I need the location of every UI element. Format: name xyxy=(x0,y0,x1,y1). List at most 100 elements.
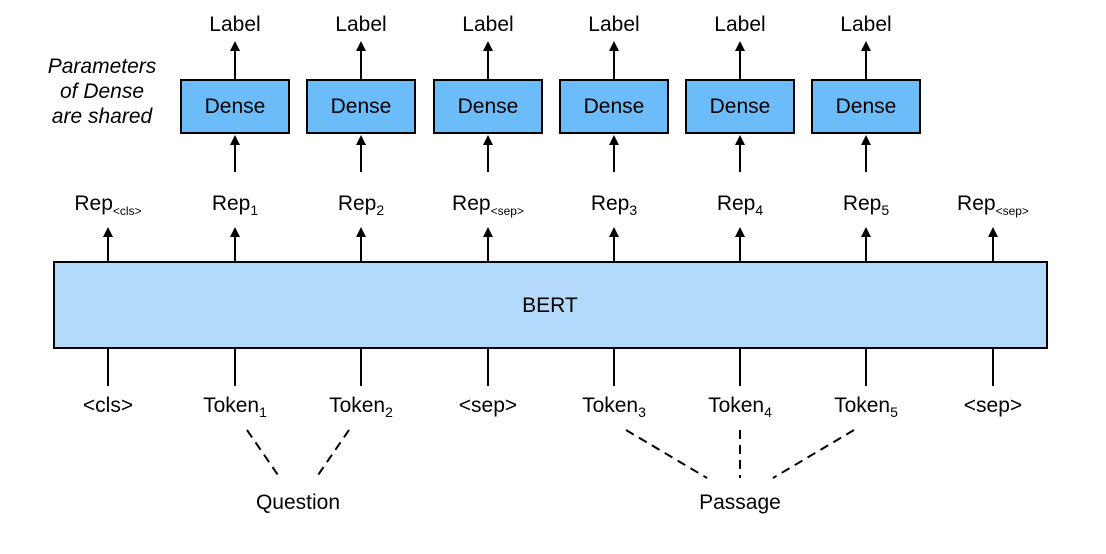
rep-column: Rep5 xyxy=(843,192,890,262)
output-label: Label xyxy=(335,13,386,36)
token-column: Token2 xyxy=(329,348,393,420)
group-label: Question xyxy=(256,491,340,514)
token-label: Token4 xyxy=(708,394,772,420)
token-label-base: Token xyxy=(834,394,890,417)
rep-label-base: Rep xyxy=(843,192,882,215)
dense-box xyxy=(811,79,921,134)
rep-label-subscript: 1 xyxy=(250,202,258,218)
group-question: Question xyxy=(246,429,350,514)
dense-label: Dense xyxy=(205,95,266,118)
dense-label: Dense xyxy=(458,95,519,118)
rep-label-subscript: 4 xyxy=(755,202,763,218)
rep-label: Rep<sep> xyxy=(957,192,1029,218)
rep-label-subscript: 2 xyxy=(376,202,384,218)
token-label: Token5 xyxy=(834,394,898,420)
rep-column: Rep<sep> xyxy=(957,192,1029,262)
output-label: Label xyxy=(588,13,639,36)
group-connector xyxy=(772,429,855,479)
token-label: <sep> xyxy=(964,394,1022,417)
rep-label: Rep1 xyxy=(212,192,259,218)
token-groups: Question Passage xyxy=(246,429,855,514)
token-label-subscript: 4 xyxy=(764,404,772,420)
token-label-base: <sep> xyxy=(459,394,517,417)
note-line-1: Parameters xyxy=(48,55,157,78)
group-passage: Passage xyxy=(625,429,855,514)
rep-column: Rep<cls> xyxy=(74,192,142,262)
token-label-base: Token xyxy=(708,394,764,417)
dense-box xyxy=(433,79,543,134)
token-column: <sep> xyxy=(964,348,1022,417)
rep-label: Rep3 xyxy=(591,192,638,218)
output-label: Label xyxy=(714,13,765,36)
rep-label-base: Rep xyxy=(957,192,996,215)
group-label: Passage xyxy=(699,491,781,514)
token-column: <cls> xyxy=(83,348,133,417)
group-connector xyxy=(625,429,708,479)
bert-label: BERT xyxy=(522,294,578,317)
rep-label: Rep<sep> xyxy=(452,192,524,218)
rep-label-base: Rep xyxy=(338,192,377,215)
token-label-base: Token xyxy=(329,394,385,417)
dense-label: Dense xyxy=(710,95,771,118)
rep-column: Rep<sep> xyxy=(452,192,524,262)
group-connector xyxy=(315,429,350,479)
rep-label-subscript: 5 xyxy=(881,202,889,218)
bert-box xyxy=(53,261,1048,349)
token-column: Token1 xyxy=(203,348,267,420)
rep-label-subscript: <sep> xyxy=(491,204,524,218)
note-line-3: are shared xyxy=(52,105,154,128)
output-label: Label xyxy=(209,13,260,36)
rep-column: Rep3 xyxy=(591,192,638,262)
token-label: <sep> xyxy=(459,394,517,417)
rep-column: Rep2 xyxy=(338,192,385,262)
token-label-base: Token xyxy=(582,394,638,417)
bert-block: BERT xyxy=(53,261,1048,349)
rep-column: Rep1 xyxy=(212,192,259,262)
token-column: <sep> xyxy=(459,348,517,417)
dense-box xyxy=(559,79,669,134)
token-label-subscript: 2 xyxy=(385,404,393,420)
note-line-2: of Dense xyxy=(60,80,144,103)
dense-box xyxy=(306,79,416,134)
dense-label: Dense xyxy=(584,95,645,118)
token-label-base: <sep> xyxy=(964,394,1022,417)
token-column: Token4 xyxy=(708,348,772,420)
token-label: Token2 xyxy=(329,394,393,420)
rep-label-base: Rep xyxy=(74,192,113,215)
rep-label-base: Rep xyxy=(452,192,491,215)
rep-label: Rep2 xyxy=(338,192,385,218)
rep-label-subscript: <sep> xyxy=(996,204,1029,218)
output-label: Label xyxy=(462,13,513,36)
rep-label: Rep4 xyxy=(717,192,764,218)
dense-layer: LabelDenseLabelDenseLabelDenseLabelDense… xyxy=(180,13,921,172)
rep-label-base: Rep xyxy=(717,192,756,215)
rep-label: Rep<cls> xyxy=(74,192,141,218)
group-connector xyxy=(246,429,281,479)
dense-box xyxy=(180,79,290,134)
token-column: Token5 xyxy=(834,348,898,420)
token-label: Token3 xyxy=(582,394,646,420)
token-label: <cls> xyxy=(83,394,133,417)
token-label-subscript: 5 xyxy=(890,404,898,420)
token-label-base: <cls> xyxy=(83,394,133,417)
token-label-base: Token xyxy=(203,394,259,417)
shared-parameters-note: Parameters of Dense are shared xyxy=(48,55,157,128)
rep-label: Rep5 xyxy=(843,192,890,218)
rep-column: Rep4 xyxy=(717,192,764,262)
dense-box xyxy=(685,79,795,134)
rep-label-base: Rep xyxy=(212,192,251,215)
rep-label-base: Rep xyxy=(591,192,630,215)
output-label: Label xyxy=(840,13,891,36)
rep-label-subscript: <cls> xyxy=(113,204,142,218)
dense-label: Dense xyxy=(331,95,392,118)
token-label-subscript: 1 xyxy=(259,404,267,420)
